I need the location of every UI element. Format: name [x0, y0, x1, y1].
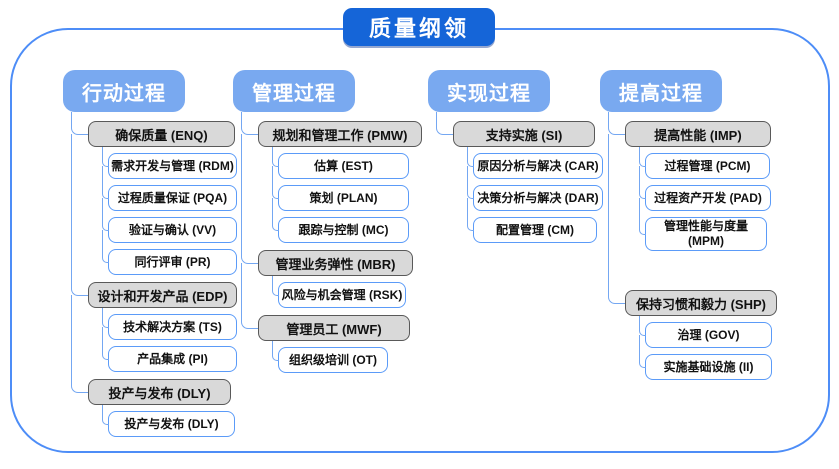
leaf-box-car: 原因分析与解决 (CAR) [473, 153, 603, 179]
column-implementation-process: 实现过程 支持实施 (SI) 原因分析与解决 (CAR) 决策分析与解决 (DA… [428, 70, 603, 243]
child-list: 治理 (GOV) 实施基础设施 (II) [639, 316, 777, 380]
group-box-shp: 保持习惯和毅力 (SHP) [625, 290, 777, 316]
group-edp: 设计和开发产品 (EDP) 技术解决方案 (TS) 产品集成 (PI) [71, 275, 237, 379]
leaf-box-rsk: 风险与机会管理 (RSK) [278, 282, 406, 308]
group-list: 提高性能 (IMP) 过程管理 (PCM) 过程资产开发 (PAD) 管理性能与… [600, 112, 777, 380]
child-list: 估算 (EST) 策划 (PLAN) 跟踪与控制 (MC) [272, 147, 422, 243]
child-list: 过程管理 (PCM) 过程资产开发 (PAD) 管理性能与度量 (MPM) [639, 147, 777, 251]
child-list: 组织级培训 (OT) [272, 341, 422, 373]
leaf-box-pcm: 过程管理 (PCM) [645, 153, 770, 179]
child-list: 投产与发布 (DLY) [102, 405, 237, 437]
tree-child: 跟踪与控制 (MC) [272, 211, 422, 243]
leaf-box-est: 估算 (EST) [278, 153, 409, 179]
tree-child: 配置管理 (CM) [467, 211, 603, 243]
child-list: 技术解决方案 (TS) 产品集成 (PI) [102, 308, 237, 372]
leaf-box-pqa: 过程质量保证 (PQA) [108, 185, 237, 211]
tree-child: 过程质量保证 (PQA) [102, 179, 237, 217]
leaf-box-pi: 产品集成 (PI) [108, 346, 237, 372]
leaf-box-dly: 投产与发布 (DLY) [108, 411, 235, 437]
group-box-mbr: 管理业务弹性 (MBR) [258, 250, 413, 276]
tree-child: 验证与确认 (VV) [102, 211, 237, 249]
diagram-title: 质量纲领 [343, 8, 495, 46]
tree-child: 风险与机会管理 (RSK) [272, 276, 422, 308]
group-imp: 提高性能 (IMP) 过程管理 (PCM) 过程资产开发 (PAD) 管理性能与… [608, 112, 777, 290]
leaf-box-ot: 组织级培训 (OT) [278, 347, 388, 373]
leaf-box-dar: 决策分析与解决 (DAR) [473, 185, 603, 211]
tree-child: 决策分析与解决 (DAR) [467, 179, 603, 217]
column-management-process: 管理过程 规划和管理工作 (PMW) 估算 (EST) 策划 (PLAN) 跟踪… [233, 70, 422, 373]
leaf-box-ts: 技术解决方案 (TS) [108, 314, 237, 340]
leaf-box-rdm: 需求开发与管理 (RDM) [108, 153, 237, 179]
group-si: 支持实施 (SI) 原因分析与解决 (CAR) 决策分析与解决 (DAR) 配置… [436, 112, 603, 243]
leaf-box-mc: 跟踪与控制 (MC) [278, 217, 409, 243]
group-mwf: 管理员工 (MWF) 组织级培训 (OT) [241, 308, 422, 373]
child-list: 原因分析与解决 (CAR) 决策分析与解决 (DAR) 配置管理 (CM) [467, 147, 603, 243]
tree-child: 产品集成 (PI) [102, 340, 237, 372]
tree-child: 估算 (EST) [272, 147, 422, 185]
column-improvement-process: 提高过程 提高性能 (IMP) 过程管理 (PCM) 过程资产开发 (PAD) … [600, 70, 777, 380]
tree-child: 过程管理 (PCM) [639, 147, 777, 185]
column-header-action-process: 行动过程 [63, 70, 185, 112]
group-box-enq: 确保质量 (ENQ) [88, 121, 235, 147]
column-header-management-process: 管理过程 [233, 70, 355, 112]
leaf-box-plan: 策划 (PLAN) [278, 185, 409, 211]
group-enq: 确保质量 (ENQ) 需求开发与管理 (RDM) 过程质量保证 (PQA) 验证… [71, 112, 237, 282]
tree-child: 策划 (PLAN) [272, 179, 422, 217]
leaf-box-cm: 配置管理 (CM) [473, 217, 597, 243]
tree-child: 过程资产开发 (PAD) [639, 179, 777, 217]
tree-child: 管理性能与度量 (MPM) [639, 211, 777, 251]
group-list: 规划和管理工作 (PMW) 估算 (EST) 策划 (PLAN) 跟踪与控制 (… [233, 112, 422, 373]
tree-child: 治理 (GOV) [639, 316, 777, 354]
group-box-dly: 投产与发布 (DLY) [88, 379, 231, 405]
group-box-mwf: 管理员工 (MWF) [258, 315, 410, 341]
tree-child: 原因分析与解决 (CAR) [467, 147, 603, 185]
leaf-box-mpm: 管理性能与度量 (MPM) [645, 217, 767, 251]
group-shp: 保持习惯和毅力 (SHP) 治理 (GOV) 实施基础设施 (II) [608, 251, 777, 380]
group-list: 支持实施 (SI) 原因分析与解决 (CAR) 决策分析与解决 (DAR) 配置… [428, 112, 603, 243]
leaf-box-vv: 验证与确认 (VV) [108, 217, 237, 243]
leaf-box-pad: 过程资产开发 (PAD) [645, 185, 771, 211]
tree-child: 组织级培训 (OT) [272, 341, 422, 373]
column-action-process: 行动过程 确保质量 (ENQ) 需求开发与管理 (RDM) 过程质量保证 (PQ… [63, 70, 237, 437]
tree-child: 投产与发布 (DLY) [102, 405, 237, 437]
child-list: 风险与机会管理 (RSK) [272, 276, 422, 308]
group-mbr: 管理业务弹性 (MBR) 风险与机会管理 (RSK) [241, 243, 422, 315]
leaf-box-gov: 治理 (GOV) [645, 322, 772, 348]
group-box-imp: 提高性能 (IMP) [625, 121, 771, 147]
tree-child: 同行评审 (PR) [102, 243, 237, 275]
tree-child: 技术解决方案 (TS) [102, 308, 237, 346]
tree-child: 需求开发与管理 (RDM) [102, 147, 237, 185]
group-box-si: 支持实施 (SI) [453, 121, 595, 147]
group-box-edp: 设计和开发产品 (EDP) [88, 282, 237, 308]
leaf-box-pr: 同行评审 (PR) [108, 249, 237, 275]
column-header-improvement-process: 提高过程 [600, 70, 722, 112]
group-pmw: 规划和管理工作 (PMW) 估算 (EST) 策划 (PLAN) 跟踪与控制 (… [241, 112, 422, 250]
tree-child: 实施基础设施 (II) [639, 348, 777, 380]
child-list: 需求开发与管理 (RDM) 过程质量保证 (PQA) 验证与确认 (VV) 同行… [102, 147, 237, 275]
group-box-pmw: 规划和管理工作 (PMW) [258, 121, 422, 147]
group-dly: 投产与发布 (DLY) 投产与发布 (DLY) [71, 372, 237, 437]
leaf-box-ii: 实施基础设施 (II) [645, 354, 772, 380]
group-list: 确保质量 (ENQ) 需求开发与管理 (RDM) 过程质量保证 (PQA) 验证… [63, 112, 237, 437]
column-header-implementation-process: 实现过程 [428, 70, 550, 112]
